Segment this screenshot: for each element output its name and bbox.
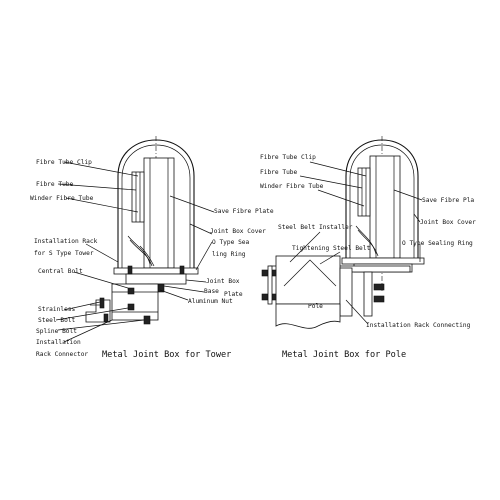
label-central-bolt: Central Bolt: [38, 268, 83, 275]
label-steel-belt-installer: Steel Belt Installer: [278, 224, 353, 231]
label-base-plate-1: Base: [204, 288, 219, 295]
joint-box-base: [125, 273, 187, 285]
label-spline-bolt: Spline Bolt: [36, 328, 77, 335]
label-fibre-tube-clip-right: Fibre Tube Clip: [260, 154, 316, 161]
fibre-tube-clip-right: [357, 167, 371, 217]
label-winder-fibre-tube-right: Winder Fibre Tube: [260, 183, 324, 190]
fibre-tube-clip: [131, 171, 145, 223]
label-o-type-sealing-ring-1: O Type Sea: [212, 239, 250, 246]
pole-joint-box-figure: Fibre Tube Clip Fibre Tube Winder Fibre …: [260, 136, 476, 360]
caption-pole: Metal Joint Box for Pole: [282, 350, 406, 360]
o-type-sealing-ring: [113, 267, 199, 275]
central-bolt: [127, 287, 135, 295]
label-installation-rack-2: for S Type Tower: [34, 250, 94, 257]
label-rack-connector: Rack Connector: [36, 351, 88, 358]
pole-clamp: [275, 255, 341, 305]
label-installation-rack-1: Installation Rack: [34, 238, 98, 245]
label-installation-rack-connecting: Installation Rack Connecting: [366, 322, 471, 329]
label-fibre-tube-clip: Fibre Tube Clip: [36, 159, 92, 166]
save-fibre-plate-right: [369, 155, 401, 259]
label-installation: Installation: [36, 339, 81, 346]
label-tightening-steel-belt: Tightening Steel Belt: [292, 245, 371, 252]
label-pole: Pole: [308, 303, 323, 310]
label-base-plate-2: Plate: [224, 291, 243, 298]
label-save-fibre-plate-right: Save Fibre Pla: [422, 197, 474, 204]
label-joint-box-cover-right: Joint Box Cover: [420, 219, 476, 226]
label-save-fibre-plate: Save Fibre Plate: [214, 208, 274, 215]
label-fibre-tube: Fibre Tube: [36, 181, 74, 188]
installation-rack: [111, 283, 159, 321]
label-joint-box: Joint Box: [206, 278, 240, 285]
caption-tower: Metal Joint Box for Tower: [102, 350, 231, 360]
label-aluminum-nut: Aluminum Nut: [188, 298, 233, 305]
label-winder-fibre-tube: Winder Fibre Tube: [30, 195, 94, 202]
joint-box-cover: [117, 139, 195, 272]
label-o-type-sealing-ring-right: O Type Sealing Ring: [402, 240, 473, 247]
tower-joint-box-figure: Fibre Tube Clip Fibre Tube Winder Fibre …: [30, 136, 274, 360]
label-strainless: Strainless: [38, 306, 76, 313]
installation-rack-right: [339, 267, 353, 317]
joint-box-cover-right: [345, 139, 419, 262]
pole: [275, 303, 341, 329]
o-type-sealing-ring-right: [341, 257, 425, 265]
save-fibre-plate: [143, 157, 175, 269]
label-o-type-sealing-ring-2: ling Ring: [212, 251, 246, 258]
label-fibre-tube-right: Fibre Tube: [260, 169, 298, 176]
label-steel-bolt: Steel Bolt: [38, 317, 76, 324]
label-joint-box-cover: Joint Box Cover: [210, 228, 266, 235]
